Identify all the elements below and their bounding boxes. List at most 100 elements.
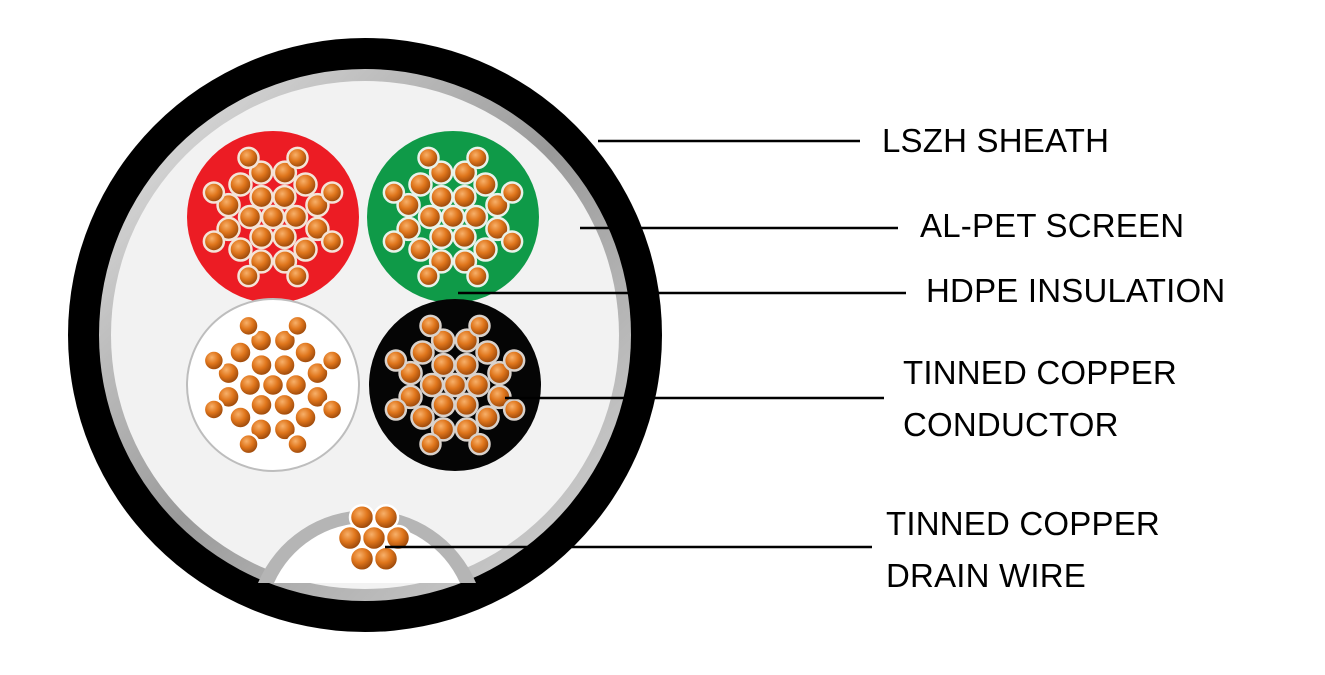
copper-strand: [428, 160, 454, 185]
copper-strand: [384, 524, 412, 552]
copper-strand: [408, 172, 433, 197]
copper-strand: [487, 360, 512, 386]
copper-strand: [272, 184, 297, 210]
copper-strand: [452, 160, 478, 185]
copper-strand: [348, 503, 376, 531]
copper-strand: [293, 172, 318, 197]
copper-strand: [305, 192, 330, 218]
copper-strand: [272, 392, 297, 418]
copper-strand: [336, 524, 364, 552]
copper-strand: [454, 417, 480, 442]
copper-strand: [454, 392, 479, 418]
copper-strand: [286, 314, 309, 338]
copper-strand: [419, 314, 442, 338]
copper-strand: [305, 216, 330, 242]
copper-strand: [248, 328, 274, 353]
label-tinned-copper-conductor: TINNED COPPER CONDUCTOR: [903, 354, 1177, 443]
copper-strand: [417, 264, 440, 288]
copper-strand: [398, 360, 423, 386]
copper-strand: [382, 230, 406, 253]
drain-wire-strands: [336, 503, 412, 573]
copper-strand: [475, 405, 500, 430]
copper-strand: [216, 360, 241, 386]
copper-strand: [468, 432, 491, 456]
copper-strand: [272, 249, 298, 274]
copper-strand: [473, 237, 498, 262]
copper-strand: [249, 224, 274, 250]
copper-strand: [454, 328, 480, 353]
copper-strand: [293, 237, 318, 262]
copper-strand: [286, 146, 309, 170]
copper-strand: [237, 264, 260, 288]
copper-strand: [320, 181, 344, 204]
copper-strand: [237, 432, 260, 456]
copper-strand: [216, 384, 241, 410]
copper-strand: [260, 204, 286, 230]
copper-strand: [305, 360, 330, 386]
copper-strand: [442, 372, 468, 398]
copper-strand: [500, 230, 524, 253]
copper-strand: [237, 314, 260, 338]
copper-strand: [452, 184, 477, 210]
copper-strand: [440, 204, 466, 230]
copper-strand: [468, 314, 491, 338]
copper-strand: [466, 264, 489, 288]
copper-strand: [431, 392, 456, 418]
copper-strand: [248, 160, 274, 185]
copper-strand: [429, 224, 454, 250]
copper-strand: [248, 417, 274, 442]
copper-strand: [429, 184, 454, 210]
copper-strand: [485, 216, 510, 242]
copper-strand: [502, 349, 526, 372]
copper-strand: [410, 340, 435, 365]
copper-strand: [428, 249, 454, 274]
copper-strand: [396, 216, 421, 242]
copper-strand: [286, 432, 309, 456]
copper-strand: [463, 204, 489, 230]
copper-strand: [272, 417, 298, 442]
copper-strand: [473, 172, 498, 197]
copper-strand: [348, 545, 376, 573]
copper-strand: [430, 328, 456, 353]
copper-strand: [237, 146, 260, 170]
copper-strand: [249, 184, 274, 210]
copper-strand: [283, 372, 309, 398]
conductor-strands-green: [382, 146, 524, 288]
copper-strand: [419, 372, 445, 398]
copper-strand: [248, 249, 274, 274]
copper-strand: [216, 192, 241, 218]
copper-strand: [430, 417, 456, 442]
conductor-strands-white: [202, 314, 344, 456]
copper-strand: [417, 204, 443, 230]
copper-strand: [410, 405, 435, 430]
copper-strand: [384, 398, 408, 421]
copper-strand: [283, 204, 309, 230]
copper-strand: [249, 392, 274, 418]
copper-strand: [305, 384, 330, 410]
label-tinned-copper-drain-wire: TINNED COPPER DRAIN WIRE: [886, 505, 1160, 594]
copper-strand: [452, 224, 477, 250]
copper-strand: [382, 181, 406, 204]
copper-strand: [408, 237, 433, 262]
copper-strand: [228, 237, 253, 262]
copper-strand: [396, 192, 421, 218]
copper-strand: [286, 264, 309, 288]
copper-strand: [272, 224, 297, 250]
copper-strand: [475, 340, 500, 365]
copper-strand: [216, 216, 241, 242]
copper-strand: [466, 146, 489, 170]
conductor-strands-black: [384, 314, 526, 456]
copper-strand: [228, 340, 253, 365]
copper-strand: [293, 405, 318, 430]
copper-strand: [485, 192, 510, 218]
copper-strand: [237, 372, 263, 398]
copper-strand: [228, 405, 253, 430]
copper-strand: [500, 181, 524, 204]
label-lszh-sheath: LSZH SHEATH: [882, 122, 1110, 159]
copper-strand: [320, 398, 344, 421]
copper-strand: [202, 349, 226, 372]
label-hdpe-insulation: HDPE INSULATION: [926, 272, 1226, 309]
copper-strand: [419, 432, 442, 456]
copper-strand: [372, 503, 400, 531]
